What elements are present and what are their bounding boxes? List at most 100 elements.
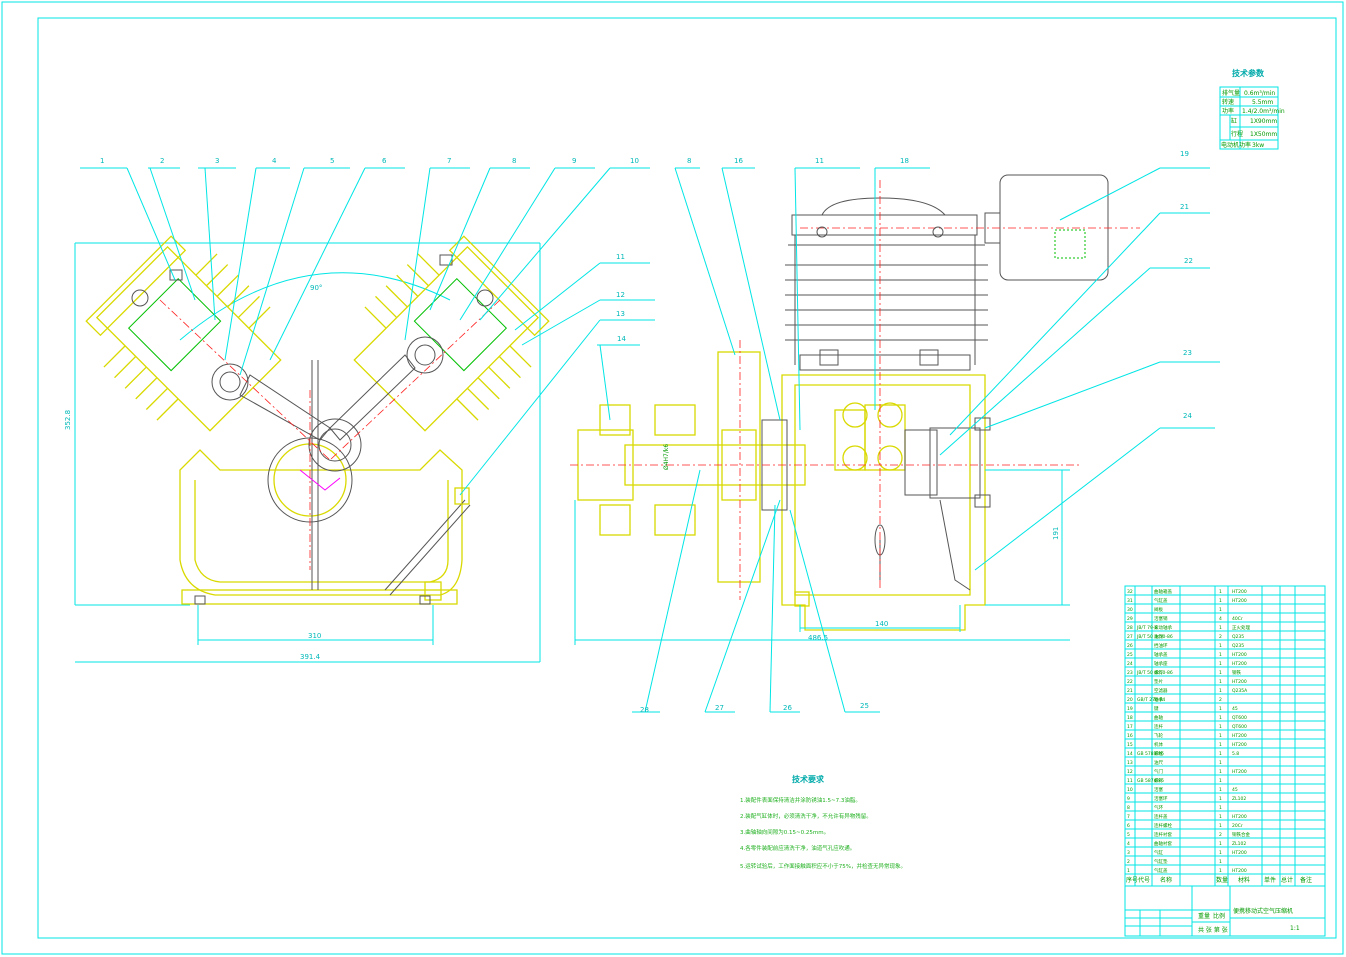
- bom-cell-name: 轴承座: [1154, 660, 1168, 667]
- bom-cell-mat: HT200: [1232, 661, 1247, 667]
- bom-cell-no: 28: [1127, 625, 1133, 631]
- bom-cell-name: 连杆盖: [1154, 813, 1168, 820]
- callout-r18: 18: [900, 157, 909, 165]
- callout-11: 11: [616, 253, 625, 261]
- bom-cell-qty: 1: [1219, 778, 1222, 784]
- callout-14: 14: [617, 335, 626, 343]
- bom-header-cell: 备注: [1300, 876, 1312, 884]
- bom-cell-mat: 正火处理: [1232, 624, 1250, 631]
- bom-cell-qty: 1: [1219, 643, 1222, 649]
- requirement-4: 4.各零件装配前应清洗干净，油道气孔应吹通。: [740, 844, 855, 852]
- param-value: 3kw: [1252, 142, 1264, 149]
- bom-cell-mat: 5.8: [1232, 751, 1239, 757]
- bom-cell-name: 油封: [1154, 633, 1163, 640]
- bom-cell-no: 8: [1127, 805, 1130, 811]
- callout-26: 26: [783, 704, 792, 712]
- callout-5: 5: [330, 157, 334, 165]
- callout-r11: 11: [815, 157, 824, 165]
- bom-cell-qty: 1: [1219, 859, 1222, 865]
- bom-cell-no: 13: [1127, 760, 1133, 766]
- weight-label: 重量: [1198, 912, 1210, 920]
- bom-cell-no: 27: [1127, 634, 1133, 640]
- bom-cell-name: 连杆衬套: [1154, 831, 1172, 838]
- dim-352: 352.8: [64, 410, 72, 430]
- bom-cell-no: 10: [1127, 787, 1133, 793]
- dim-angle: 90°: [310, 284, 322, 292]
- bom-cell-qty: 1: [1219, 760, 1222, 766]
- bom-cell-qty: 1: [1219, 724, 1222, 730]
- bom-cell-mat: ZL102: [1232, 841, 1246, 847]
- drawing-scale: 1:1: [1290, 925, 1300, 932]
- bom-cell-name: 轴承盖: [1154, 651, 1168, 658]
- bom-header-cell: 材料: [1238, 876, 1250, 884]
- bom-header-cell: 序号: [1126, 876, 1138, 884]
- requirement-5: 5.运转试验后，工作面接触面积应不小于75%，并检查无异常现象。: [740, 862, 906, 870]
- title-block: 便携移动式空气压缩机 1:1 重量 比例 共 张 第 张: [1124, 885, 1326, 937]
- bom-cell-no: 30: [1127, 607, 1133, 613]
- bom-cell-no: 20: [1127, 697, 1133, 703]
- bom-cell-qty: 1: [1219, 805, 1222, 811]
- bom-cell-name: 键: [1154, 705, 1159, 712]
- bom-cell-name: 气缸盖: [1154, 597, 1168, 604]
- bom-cell-no: 16: [1127, 733, 1133, 739]
- bom-cell-qty: 1: [1219, 841, 1222, 847]
- bom-cell-qty: 1: [1219, 652, 1222, 658]
- bom-cell-qty: 1: [1219, 715, 1222, 721]
- requirement-1: 1.装配件表面保持清洁并涂防锈油1.5~7.3油脂。: [740, 796, 861, 804]
- bom-cell-code: JB/T 50 4c50-86: [1136, 634, 1173, 640]
- bom-cell-name: 曲轴箱盖: [1154, 588, 1172, 595]
- callout-3: 3: [215, 157, 219, 165]
- bom-cell-no: 25: [1127, 652, 1133, 658]
- params-table: 技术参数 排气量 0.6m³/min 转速 5.5mm 功率 1.4/2.0m³…: [1219, 68, 1285, 150]
- bom-cell-mat: HT200: [1232, 850, 1247, 856]
- bom-cell-name: 轴承: [1154, 696, 1163, 703]
- bom-cell-name: 连杆: [1154, 723, 1163, 730]
- bom-cell-no: 22: [1127, 679, 1133, 685]
- bom-cell-name: 气缸: [1154, 849, 1163, 856]
- left-callouts: 1 2 3 4 5 6 7 8 9 10 11 12 13: [80, 157, 655, 496]
- bom-cell-no: 1: [1127, 868, 1130, 874]
- bom-cell-qty: 1: [1219, 733, 1222, 739]
- param-label: 行程: [1231, 130, 1243, 138]
- bom-cell-name: 机体: [1154, 741, 1163, 748]
- callout-r19: 19: [1180, 150, 1189, 158]
- bom-cell-no: 31: [1127, 598, 1133, 604]
- param-label: 缸: [1231, 117, 1237, 125]
- bom-cell-no: 24: [1127, 661, 1133, 667]
- bom-cell-qty: 2: [1219, 697, 1222, 703]
- callout-10: 10: [630, 157, 639, 165]
- bom-cell-no: 15: [1127, 742, 1133, 748]
- bom-cell-no: 9: [1127, 796, 1130, 802]
- bom-cell-qty: 1: [1219, 796, 1222, 802]
- param-value: 1X90mm: [1250, 118, 1277, 125]
- bom-cell-name: 油尺: [1154, 759, 1163, 766]
- bom-cell-mat: HT200: [1232, 868, 1247, 874]
- bom-header-cell: 名称: [1160, 876, 1172, 884]
- callout-27: 27: [715, 704, 724, 712]
- callout-r16: 16: [734, 157, 743, 165]
- bom-cell-no: 18: [1127, 715, 1133, 721]
- bom-cell-qty: 1: [1219, 589, 1222, 595]
- bom-cell-name: 曲轴衬套: [1154, 840, 1172, 847]
- bom-cell-name: 活塞环: [1154, 795, 1168, 802]
- bom-cell-mat: Q235A: [1232, 688, 1248, 694]
- dim-191: 191: [1052, 527, 1060, 540]
- bom-cell-mat: HT200: [1232, 679, 1247, 685]
- bom-cell-qty: 1: [1219, 742, 1222, 748]
- bom-cell-mat: HT200: [1232, 814, 1247, 820]
- bom-cell-code: JB/T 50 4c50-86: [1136, 670, 1173, 676]
- callout-r23: 23: [1183, 349, 1192, 357]
- bom-cell-code: GB 5874-86: [1137, 778, 1164, 784]
- param-label: 排气量: [1222, 89, 1240, 97]
- param-value: 0.6m³/min: [1244, 90, 1275, 97]
- callout-13: 13: [616, 310, 625, 318]
- param-label: 功率: [1222, 107, 1234, 115]
- callout-6: 6: [382, 157, 387, 165]
- bom-cell-no: 3: [1127, 850, 1130, 856]
- bom-cell-name: 曲轴: [1154, 714, 1163, 721]
- requirements: 技术要求 1.装配件表面保持清洁并涂防锈油1.5~7.3油脂。 2.装配气缸体时…: [740, 774, 906, 870]
- bom-cell-no: 14: [1127, 751, 1133, 757]
- bom-cell-name: 螺钉: [1154, 669, 1163, 676]
